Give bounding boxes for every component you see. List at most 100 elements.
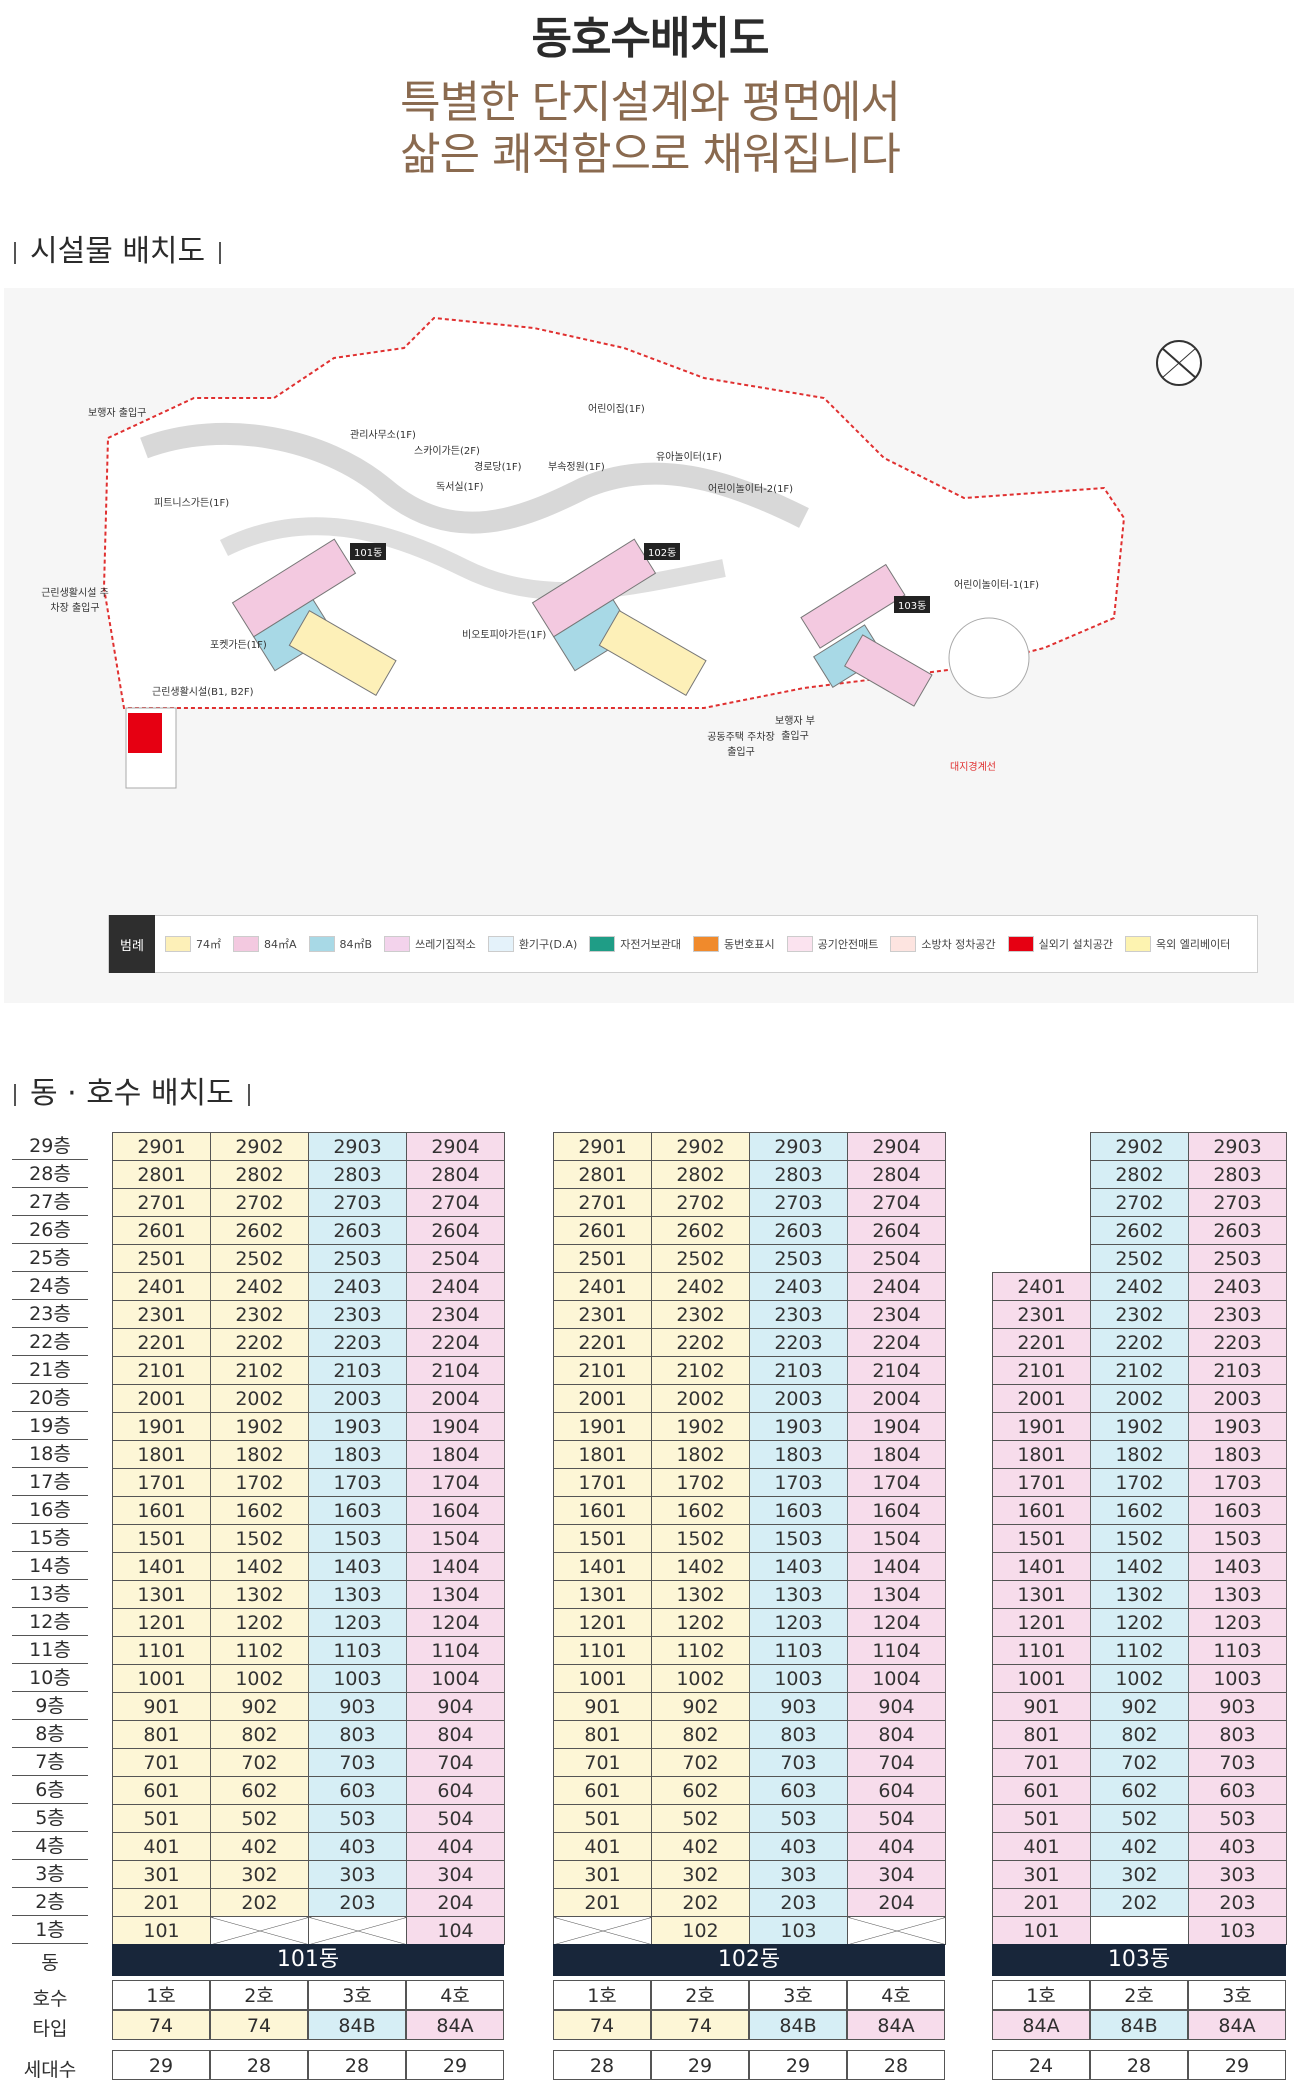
unit-cell: 1202 [210,1608,309,1637]
unit-cell: 1001 [992,1664,1091,1693]
unit-cell: 1903 [308,1412,407,1441]
unit-cell: 2702 [651,1188,750,1217]
unit-cell: 2401 [992,1272,1091,1301]
unit-cell: 2103 [1188,1356,1287,1385]
unit-cell: 2604 [847,1216,946,1245]
map-label-bldg102: 102동 [644,543,681,560]
unit-cell: 2203 [749,1328,848,1357]
floor-label: 5층 [12,1804,88,1832]
unit-cell: 2901 [553,1132,652,1161]
unit-cell: 2704 [406,1188,505,1217]
unit-cell: 1302 [1090,1580,1189,1609]
household-count-cell: 28 [308,2050,406,2080]
unit-cell: 901 [992,1692,1091,1721]
unit-cell: 1301 [112,1580,211,1609]
unit-cell: 2403 [1188,1272,1287,1301]
legend-label: 84㎡A [264,938,297,951]
unit-cell: 203 [308,1888,407,1917]
unit-number-cell: 1호 [112,1980,210,2010]
building-name-band: 102동 [553,1944,945,1976]
unit-cell [308,1916,407,1945]
unit-cell: 2204 [406,1328,505,1357]
unit-cell: 2002 [210,1384,309,1413]
household-count-cell: 29 [749,2050,847,2080]
unit-cell: 501 [112,1804,211,1833]
unit-cell: 2701 [112,1188,211,1217]
unit-type-cell: 74 [553,2010,651,2040]
unit-cell: 301 [553,1860,652,1889]
unit-cell: 1603 [308,1496,407,1525]
unit-cell: 2004 [406,1384,505,1413]
unit-cell: 603 [1188,1776,1287,1805]
unit-cell: 1104 [847,1636,946,1665]
floor-label: 24층 [12,1272,88,1300]
household-count-cell: 28 [553,2050,651,2080]
unit-cell: 604 [406,1776,505,1805]
unit-cell: 2402 [651,1272,750,1301]
unit-cell: 1303 [308,1580,407,1609]
unit-cell: 1203 [749,1608,848,1637]
unit-cell: 1103 [749,1636,848,1665]
unit-cell: 1104 [406,1636,505,1665]
legend-item: 74㎡ [165,936,221,952]
unit-cell: 2502 [651,1244,750,1273]
unit-cell: 1102 [210,1636,309,1665]
map-label-study-room: 독서실(1F) [436,482,484,493]
unit-cell: 403 [749,1832,848,1861]
legend-swatch [1125,936,1152,952]
unit-cell: 801 [112,1720,211,1749]
unit-cell: 501 [553,1804,652,1833]
unit-cell: 1801 [553,1440,652,1469]
unit-cell: 1803 [1188,1440,1287,1469]
unit-cell: 2303 [1188,1300,1287,1329]
unit-cell: 2704 [847,1188,946,1217]
legend-swatch [1007,936,1034,952]
unit-cell: 704 [847,1748,946,1777]
household-count-cell: 28 [210,2050,308,2080]
unit-cell: 1802 [651,1440,750,1469]
map-label-nbhd-facility: 근린생활시설(B1, B2F) [152,687,254,698]
unit-cell: 903 [1188,1692,1287,1721]
map-label-pocket-garden: 포켓가든(1F) [210,640,267,651]
unit-cell: 2202 [651,1328,750,1357]
page-title: 동호수배치도 [531,13,770,64]
unit-type-cell: 84B [1090,2010,1188,2040]
row-label-hosu: 호수 [32,1988,68,2010]
unit-cell: 802 [651,1720,750,1749]
unit-cell: 1503 [749,1524,848,1553]
site-map: 보행자 출입구 관리사무소(1F) 스카이가든(2F) 경로당(1F) 어린이집… [4,288,1294,1003]
unit-cell: 504 [847,1804,946,1833]
unit-cell: 301 [992,1860,1091,1889]
unit-cell: 1202 [1090,1608,1189,1637]
unit-cell: 2101 [112,1356,211,1385]
unit-cell: 204 [847,1888,946,1917]
unit-cell [553,1916,652,1945]
subtitle-line1: 특별한 단지설계와 평면에서 [400,77,901,128]
floor-label: 28층 [12,1160,88,1188]
unit-cell: 1901 [553,1412,652,1441]
unit-cell: 304 [406,1860,505,1889]
unit-cell: 2702 [210,1188,309,1217]
unit-cell: 1402 [1090,1552,1189,1581]
unit-cell: 2301 [992,1300,1091,1329]
unit-cell: 2701 [553,1188,652,1217]
unit-cell: 204 [406,1888,505,1917]
map-label-bldg103: 103동 [894,596,931,613]
unit-cell: 401 [992,1832,1091,1861]
unit-cell: 402 [651,1832,750,1861]
unit-cell: 2403 [749,1272,848,1301]
unit-cell: 1601 [112,1496,211,1525]
section-unit-heading: 동 · 호수 배치도 [12,1068,264,1112]
unit-cell: 101 [112,1916,211,1945]
unit-cell: 201 [992,1888,1091,1917]
unit-cell: 2102 [651,1356,750,1385]
unit-cell: 1401 [553,1552,652,1581]
legend-label: 84㎡B [339,938,373,951]
unit-cell: 2803 [749,1160,848,1189]
unit-cell: 1301 [553,1580,652,1609]
unit-cell: 1701 [992,1468,1091,1497]
unit-cell: 2304 [406,1300,505,1329]
unit-cell: 1801 [112,1440,211,1469]
